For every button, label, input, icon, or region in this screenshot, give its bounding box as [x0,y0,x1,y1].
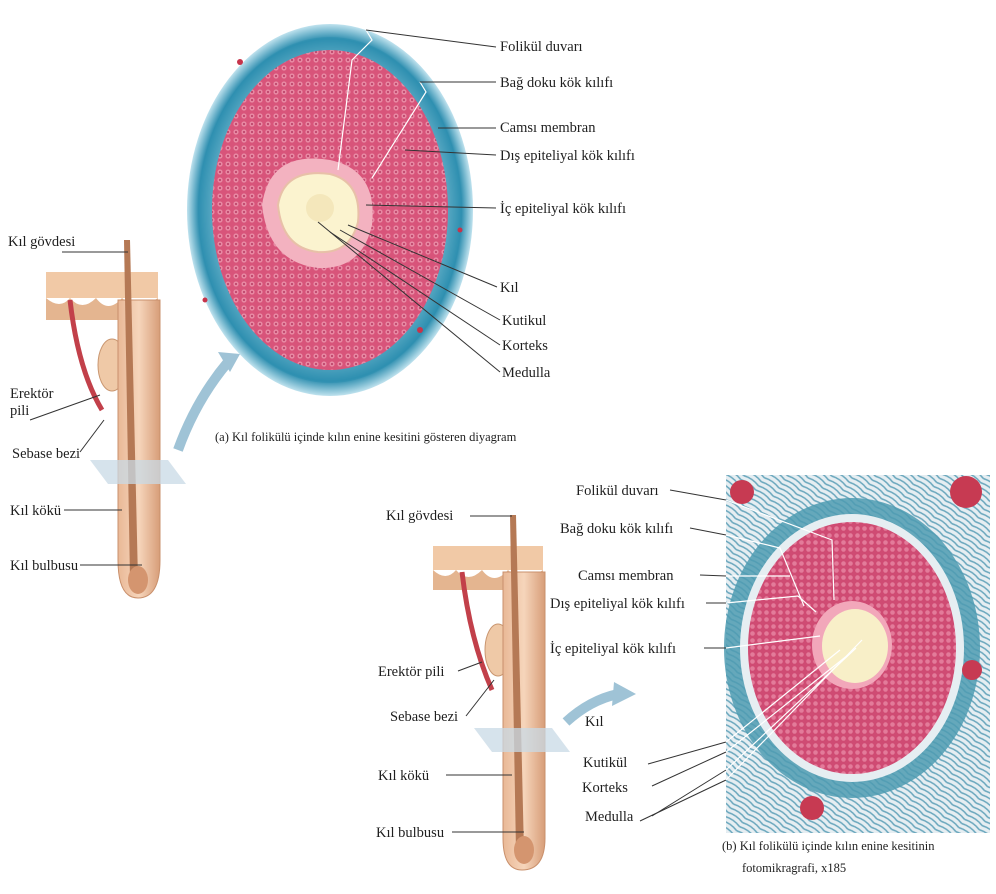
a-section-label-4: İç epiteliyal kök kılıfı [500,201,626,217]
b-follicle-label-2: Sebase bezi [390,709,458,725]
b-section-label-3: Dış epiteliyal kök kılıfı [550,596,685,612]
a-section-label-8: Medulla [502,365,551,381]
epidermis [46,272,158,298]
caption-a: (a) Kıl folikülü içinde kılın enine kesi… [215,430,517,444]
section-plane-b [474,728,570,752]
caption-b-line1: (b) Kıl folikülü içinde kılın enine kesi… [722,839,935,853]
a-follicle-label-0: Kıl gövdesi [8,234,75,250]
a-section-label-3: Dış epiteliyal kök kılıfı [500,148,635,164]
caption-b-line2: fotomikragrafi, x185 [742,861,846,875]
a-section-label-5: Kıl [500,280,519,296]
a-follicle-label-2: Sebase bezi [12,446,80,462]
b-section-label-1: Bağ doku kök kılıfı [560,521,673,537]
b-follicle-label-1: Erektör pili [378,664,444,680]
b-section-label-5: Kıl [585,714,604,730]
follicle-sheath [118,300,160,598]
a-follicle-label-4: Kıl bulbusu [10,558,78,574]
a-section-label-2: Camsı membran [500,120,596,136]
a-section-label-6: Kutikul [502,313,546,329]
a-section-label-0: Folikül duvarı [500,39,583,55]
photo-hair [822,609,888,683]
b-section-label-4: İç epiteliyal kök kılıfı [550,641,676,657]
b-follicle-label-3: Kıl kökü [378,768,429,784]
a-follicle-label-3: Kıl kökü [10,503,61,519]
diagram-b-photomicrograph [724,475,990,833]
b-section-label-7: Korteks [582,780,628,796]
b-section-label-2: Camsı membran [578,568,674,584]
b-section-label-0: Folikül duvarı [576,483,659,499]
b-section-label-8: Medulla [585,809,634,825]
section-plane [90,460,186,484]
b-follicle-label-0: Kıl gövdesi [386,508,453,524]
a-section-label-7: Korteks [502,338,548,354]
b-follicle-label-4: Kıl bulbusu [376,825,444,841]
diagram-a-cross-section [187,24,473,396]
b-section-label-6: Kutikül [583,755,627,771]
epidermis-b [433,546,543,570]
a-section-label-1: Bağ doku kök kılıfı [500,75,613,91]
follicle-sheath-b [503,572,545,870]
